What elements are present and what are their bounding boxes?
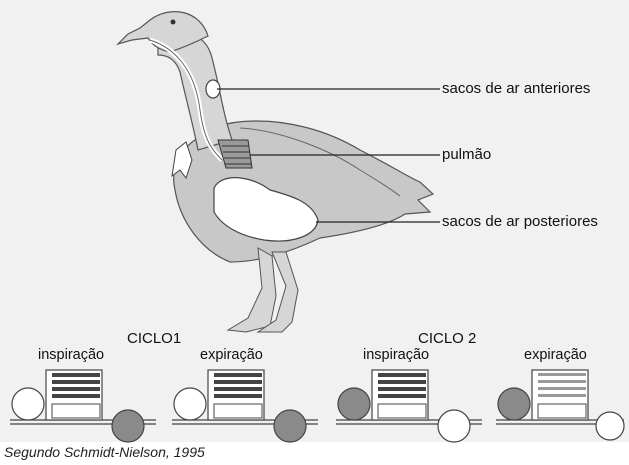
cycle-2-expiration-diagram	[496, 370, 624, 440]
anterior-sac-circle	[498, 388, 530, 420]
anterior-sac-circle	[174, 388, 206, 420]
cycle-1-expiration-diagram	[172, 370, 318, 442]
anterior-sac-circle	[338, 388, 370, 420]
cycle-1-inspiration-diagram	[10, 370, 156, 442]
anterior-sac-circle	[12, 388, 44, 420]
source-credit: Segundo Schmidt-Nielson, 1995	[4, 444, 205, 460]
posterior-sac-circle	[596, 412, 624, 440]
posterior-sac-circle	[274, 410, 306, 442]
posterior-sac-circle	[112, 410, 144, 442]
cycle-2-inspiration-diagram	[336, 370, 482, 442]
posterior-sac-circle	[438, 410, 470, 442]
